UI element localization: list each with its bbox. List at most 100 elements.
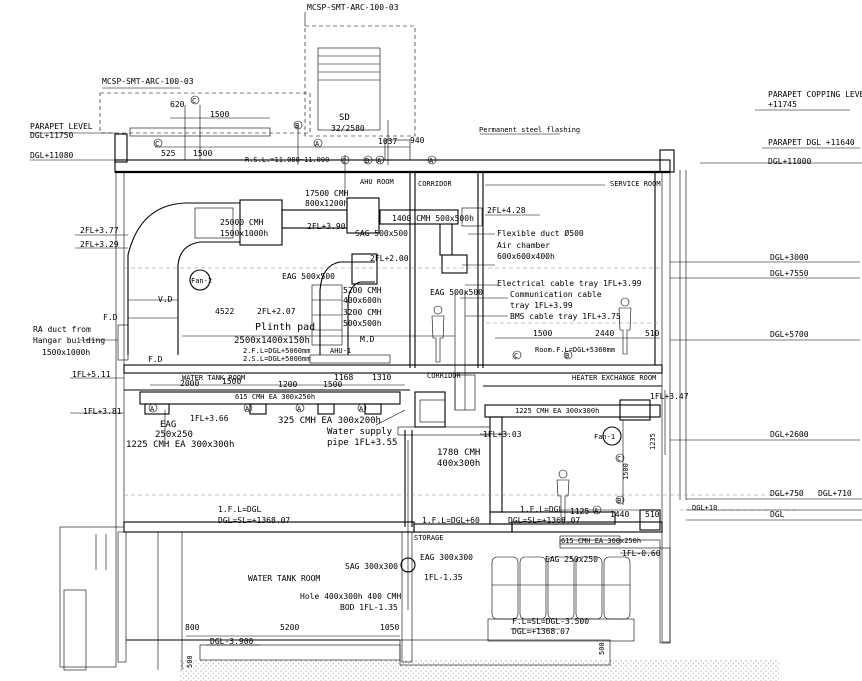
ra-duct-size: 1500x1000h — [42, 348, 90, 357]
eag-250-label: EAG — [160, 420, 176, 430]
dim-1037: 1037 — [378, 137, 397, 146]
grid-c-1: C — [192, 97, 196, 105]
duct-5200-label: 5200 CMH — [343, 286, 382, 295]
bod-label: BOD 1FL-1.35 — [340, 603, 398, 612]
permanent-flashing-label: Permanent steel flashing — [479, 126, 580, 134]
dgl-label: DGL — [770, 510, 785, 519]
fan1-label: Fan-1 — [594, 433, 615, 441]
dgl-710-label: DGL+710 — [818, 489, 852, 498]
dgl-2600-label: DGL+2600 — [770, 430, 809, 439]
small-duct-label: 615 CMH EA 300x250h — [235, 393, 315, 401]
fl-303-label: 1FL+3.03 — [483, 430, 522, 439]
hole-label: Hole 400x300h 400 CMH — [300, 592, 401, 601]
duct-17500-size: 800x1200h — [305, 199, 349, 208]
fl-135-label: 1FL-1.35 — [424, 573, 463, 582]
fl-200-label: 2FL+2.00 — [370, 254, 409, 263]
grid-b-1: B — [295, 122, 299, 130]
dim-1310: 1310 — [372, 373, 391, 382]
dim-1500-v: 1500 — [622, 463, 630, 480]
dim-1125: 1125 — [570, 507, 589, 516]
fd-2-label: F.D — [148, 355, 163, 364]
flexible-duct-label: Flexible duct Ø500 — [497, 228, 584, 238]
parapet-level-label: PARAPET LEVEL — [30, 122, 93, 131]
water-supply-label: Water supply — [327, 427, 393, 437]
dim-525: 525 — [161, 149, 176, 158]
grid-b-2: B — [365, 157, 369, 165]
fl-60-label: 1.F.L=DGL+60 — [422, 516, 480, 525]
corridor-mid-label: CORRIDOR — [427, 372, 462, 380]
dgl-10-label: DGL+10 — [692, 504, 717, 512]
sl-r-label: DGL=SL=+1368.07 — [508, 516, 580, 525]
dim-1500-m2: 1500 — [323, 380, 342, 389]
dim-4522: 4522 — [215, 307, 234, 316]
room-fl-label: Room.F.L=DGL+5360mm — [535, 346, 615, 354]
small-duct-b-label: 615 CMH EA 300x250h — [561, 537, 641, 545]
ra-duct-2-label: Hangar building — [33, 336, 105, 345]
plus-11745-label: +11745 — [768, 100, 797, 109]
eag-300-label: EAG 300x300 — [420, 553, 473, 562]
grid-a-4: A — [150, 405, 155, 413]
dgl-3000-label: DGL+3000 — [770, 253, 809, 262]
leader-lines — [30, 12, 862, 646]
dim-800: 800 — [185, 623, 200, 632]
dgl-11080-label: DGL+11080 — [30, 151, 74, 160]
rsl-label: R.S.L.=11.080~11.000 — [245, 156, 329, 164]
duct-1400-label: 1400 CMH 500x500h — [392, 214, 474, 223]
water-tank-room-1-label: WATER TANK ROOM — [182, 374, 245, 382]
fl-428-label: 2FL+4.28 — [487, 206, 526, 215]
dim-500-r: 500 — [598, 642, 606, 655]
vd-label: V.D — [158, 295, 173, 304]
fl-dgl-l-label: 1.F.L=DGL — [218, 505, 262, 514]
dim-1500-b: 1500 — [193, 149, 212, 158]
duct-3200-size: 500x500h — [343, 319, 382, 328]
storage-label: STORAGE — [414, 534, 444, 542]
dgl-11750-label: DGL+11750 — [30, 131, 74, 140]
corridor-top-label: CORRIDOR — [418, 180, 453, 188]
grid-markers: C B A C C B A A C B A A A A C B A — [148, 95, 625, 515]
duct-25000-label: 25000 CMH — [220, 218, 264, 227]
duct-1780-size: 400x300h — [437, 459, 480, 469]
dgl-3900-label: DGL-3.900 — [210, 637, 254, 646]
grid-a-6: A — [297, 405, 302, 413]
dim-1500-r: 1500 — [533, 329, 552, 338]
eag-250-size: 250x250 — [155, 430, 193, 440]
sd-label: SD — [339, 113, 350, 123]
dim-1500-m: 1500 — [222, 377, 241, 386]
sd-size-label: 32/2580 — [331, 124, 365, 133]
dim-1235: 1235 — [649, 433, 657, 450]
duct-25000-size: 1500x1000h — [220, 229, 268, 238]
cable-tray-label: Electrical cable tray 1FL+3.99 — [497, 279, 642, 288]
duct-17500-label: 17500 CMH — [305, 189, 349, 198]
dim-500-l: 500 — [186, 655, 194, 668]
fl-390-label: 2FL+3.90 — [307, 222, 346, 231]
dim-1440: 1440 — [610, 510, 629, 519]
sag-500-label: SAG 500x500 — [355, 229, 408, 238]
heater-room-label: HEATER EXCHANGE ROOM — [572, 374, 656, 382]
fl-381-label: 1FL+3.81 — [83, 407, 122, 416]
grid-a-2: A — [377, 157, 382, 165]
grid-a-5: A — [245, 405, 250, 413]
grid-b-3: B — [565, 352, 569, 360]
grid-c-2: C — [155, 140, 159, 148]
eag-250-b-label: EAG 250x250 — [545, 555, 598, 564]
eag-500-c-label: EAG 500x500 — [282, 272, 335, 281]
sl-b-label: DGL=+1368.07 — [512, 627, 570, 636]
annotations: MCSP-SMT-ARC-100-03 MCSP-SMT-ARC-100-03 … — [30, 3, 862, 668]
duct-1780-label: 1780 CMH — [437, 448, 480, 458]
md-label: M.D — [360, 335, 375, 344]
building-structure — [59, 25, 780, 681]
fan2-label: Fan-2 — [191, 277, 212, 285]
fl-b-label: F.L=SL=DGL-3.500 — [512, 617, 589, 626]
dim-510: 510 — [645, 329, 660, 338]
grid-c-3: C — [342, 157, 346, 165]
ductwork — [80, 197, 800, 610]
sl-l-label: DGL=SL=+1368.07 — [218, 516, 290, 525]
water-tanks — [487, 556, 635, 642]
grid-a-3: A — [429, 157, 434, 165]
duct-3200-label: 3200 CMH — [343, 308, 382, 317]
dim-940: 940 — [410, 136, 425, 145]
fl-5060-label: 2.F.L=DGL+5060mm — [243, 347, 310, 355]
air-chamber-label: Air chamber — [497, 241, 550, 250]
dgl-7550-label: DGL+7550 — [770, 269, 809, 278]
